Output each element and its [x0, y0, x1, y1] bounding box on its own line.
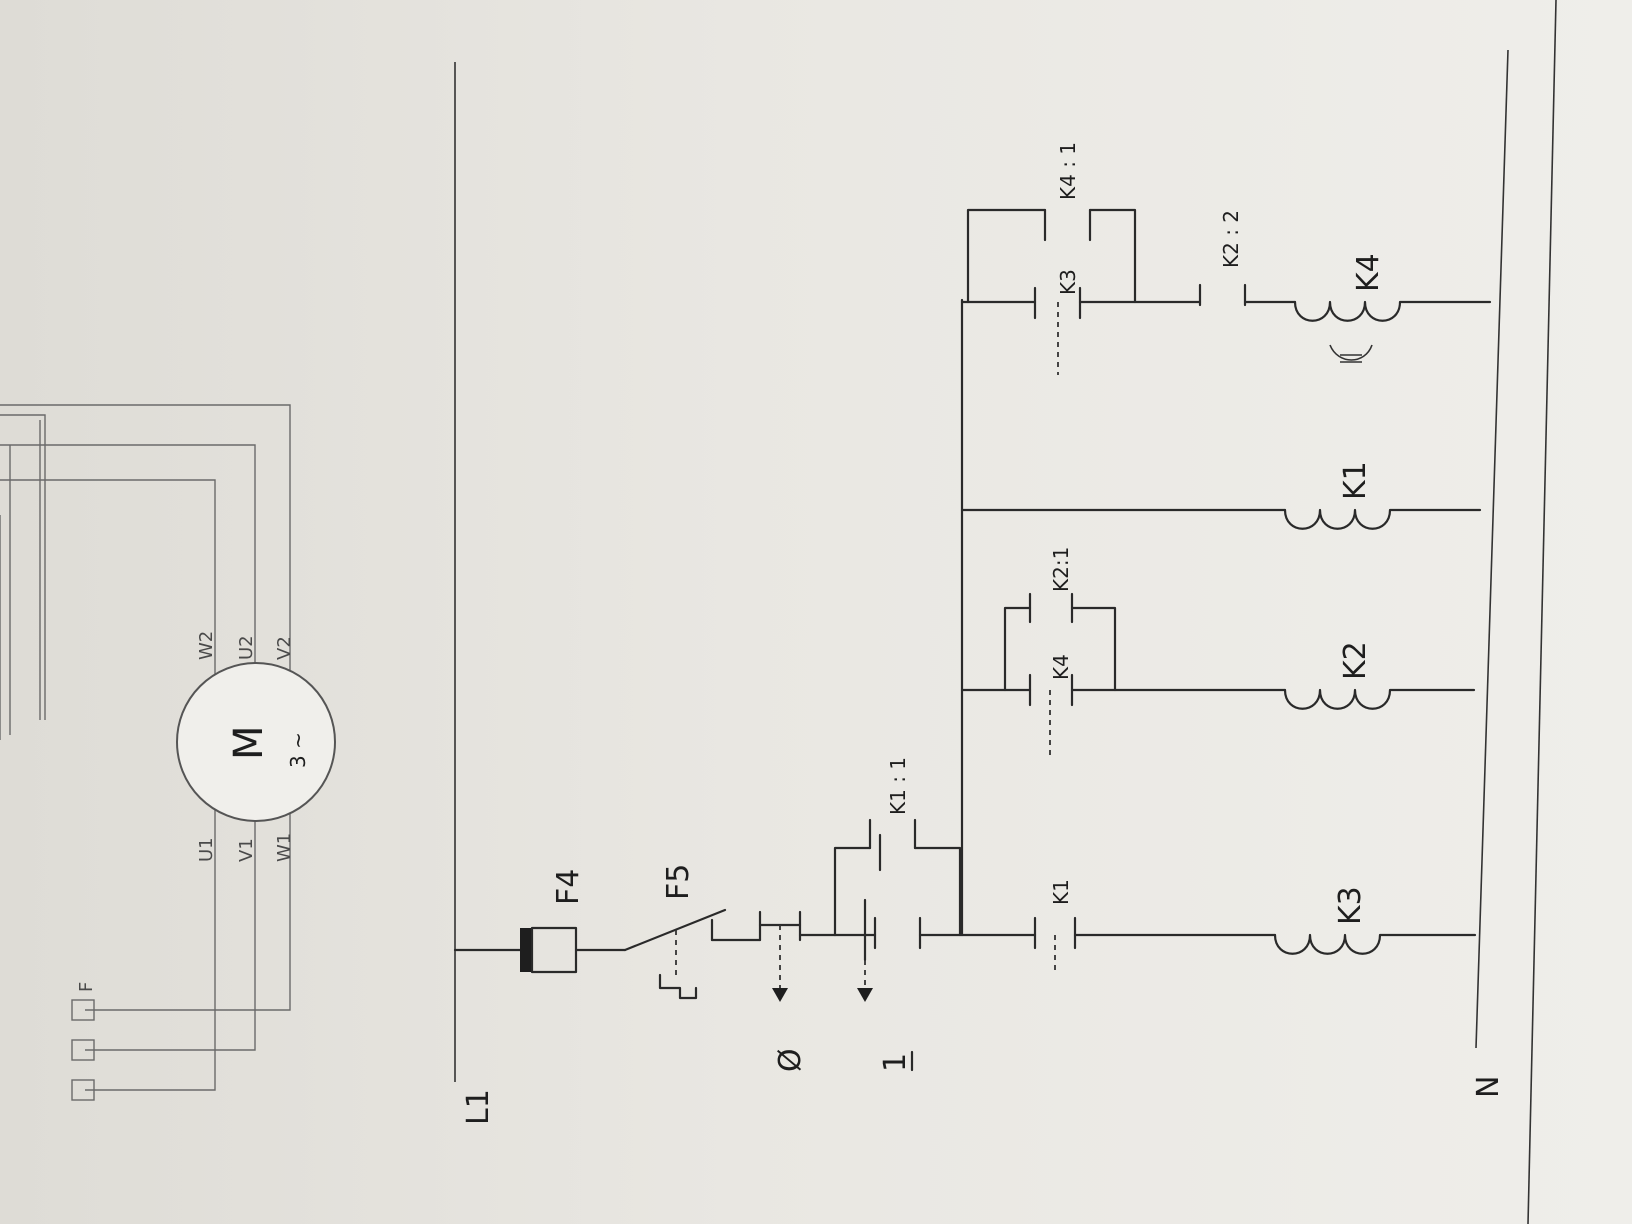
- fuse-f4-body: [530, 926, 578, 974]
- coil-k2: [1283, 688, 1476, 710]
- parallel-branch: [966, 208, 1047, 304]
- parallel-branch: [1088, 208, 1137, 304]
- hold-contact-k1-label: K1 : 1: [886, 757, 910, 815]
- coil-k1: [1283, 508, 1482, 530]
- motor-terminal-label: V2: [274, 636, 295, 660]
- overload-f5-label: F5: [661, 864, 696, 900]
- power-fuse-3: [71, 1079, 95, 1101]
- power-line-2: [0, 414, 46, 720]
- start-button-label: 1: [878, 1053, 913, 1072]
- page-margin: [1527, 0, 1557, 1224]
- contact-k2-1-label: K2:1: [1049, 547, 1073, 592]
- motor-terminal-label: V1: [236, 838, 257, 862]
- overload-f5-blade: [623, 908, 727, 952]
- coil-k4: [1293, 300, 1492, 322]
- contact-k3-label: K3: [1056, 269, 1080, 295]
- power-fuse-1: [71, 999, 95, 1021]
- power-circuit: F M 3 ~ U1 V1 W1 W2 U2 V2: [0, 404, 336, 1101]
- motor-terminal-label: U2: [236, 635, 257, 660]
- fuse-f4: [520, 928, 532, 972]
- coil-k2-label: K2: [1338, 641, 1373, 680]
- contact-k4-1-label: K4 : 1: [1056, 142, 1080, 200]
- power-line-4: [0, 479, 216, 1091]
- power-fuse-2: [71, 1039, 95, 1061]
- contact-k4-label: K4: [1049, 654, 1073, 680]
- motor-letter: M: [226, 725, 272, 760]
- motor-terminal-label: W2: [196, 631, 217, 660]
- coil-k1-label: K1: [1338, 461, 1373, 500]
- rail-l1-label: L1: [461, 1089, 496, 1125]
- rung-4: K3 K4 : 1 K2 : 2: [960, 142, 1297, 375]
- rail-neutral: [1475, 49, 1509, 1049]
- coil-k4-label: K4: [1351, 253, 1386, 292]
- rails: L1 N: [454, 0, 1557, 1224]
- motor-terminal-label: U1: [196, 837, 217, 862]
- motor-phase: 3 ~: [286, 732, 310, 768]
- rung-1-series: F4 F5 Ø 1 K1 : 1: [453, 757, 1277, 1072]
- coil-k3-label: K3: [1333, 886, 1368, 925]
- power-fuse-label: F: [76, 982, 97, 992]
- motor-symbol: [176, 662, 336, 822]
- parallel-branch: [1070, 606, 1117, 692]
- start-button-arrow-icon: [857, 988, 873, 1002]
- rail-neutral-label: N: [1471, 1076, 1506, 1098]
- stop-button-label: Ø: [773, 1048, 808, 1072]
- parallel-branch: [1003, 606, 1032, 692]
- fuse-f4-label: F4: [551, 869, 586, 905]
- time-delay-icon: [1329, 344, 1373, 363]
- hold-branch: [913, 846, 962, 937]
- motor-terminal-label: W1: [274, 833, 295, 862]
- stop-button-arrow-icon: [772, 988, 788, 1002]
- rung-2: K4 K2:1: [960, 547, 1287, 760]
- coil-k3: [1273, 933, 1477, 955]
- contact-k1-label: K1: [1049, 879, 1073, 905]
- contact-k2-2-label: K2 : 2: [1219, 210, 1243, 268]
- hold-branch: [833, 846, 872, 937]
- overload-f5-thermal: [658, 973, 698, 1000]
- coils: K3 K2 K1 K4: [1273, 253, 1492, 955]
